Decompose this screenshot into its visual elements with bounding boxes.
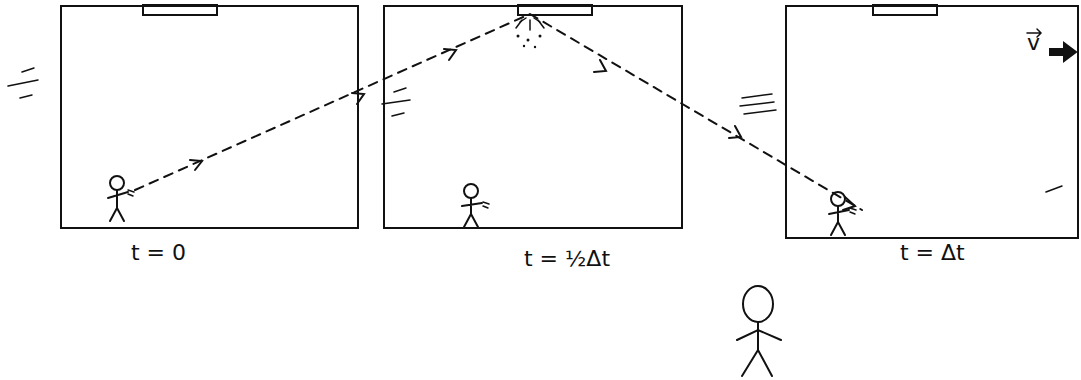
observer-figure	[737, 286, 781, 376]
stick-figure	[462, 184, 489, 227]
light-clock-box: t = ½Δt	[383, 5, 683, 229]
motion-lines	[8, 68, 1062, 192]
reflection-splash	[516, 18, 544, 30]
stick-figure	[108, 176, 134, 221]
velocity-label: v	[1027, 30, 1040, 56]
time-label: t = 0	[131, 240, 186, 266]
stick-figure	[829, 192, 856, 235]
time-label: t = Δt	[900, 240, 965, 266]
light-path	[135, 14, 862, 210]
path-arrowheads	[190, 49, 855, 210]
velocity-arrow	[1027, 29, 1076, 61]
light-clock-box: vt = Δt	[785, 5, 1079, 239]
light-clock-box: t = 0	[60, 5, 359, 229]
splash-dots	[517, 35, 542, 49]
time-label: t = ½Δt	[524, 246, 610, 272]
